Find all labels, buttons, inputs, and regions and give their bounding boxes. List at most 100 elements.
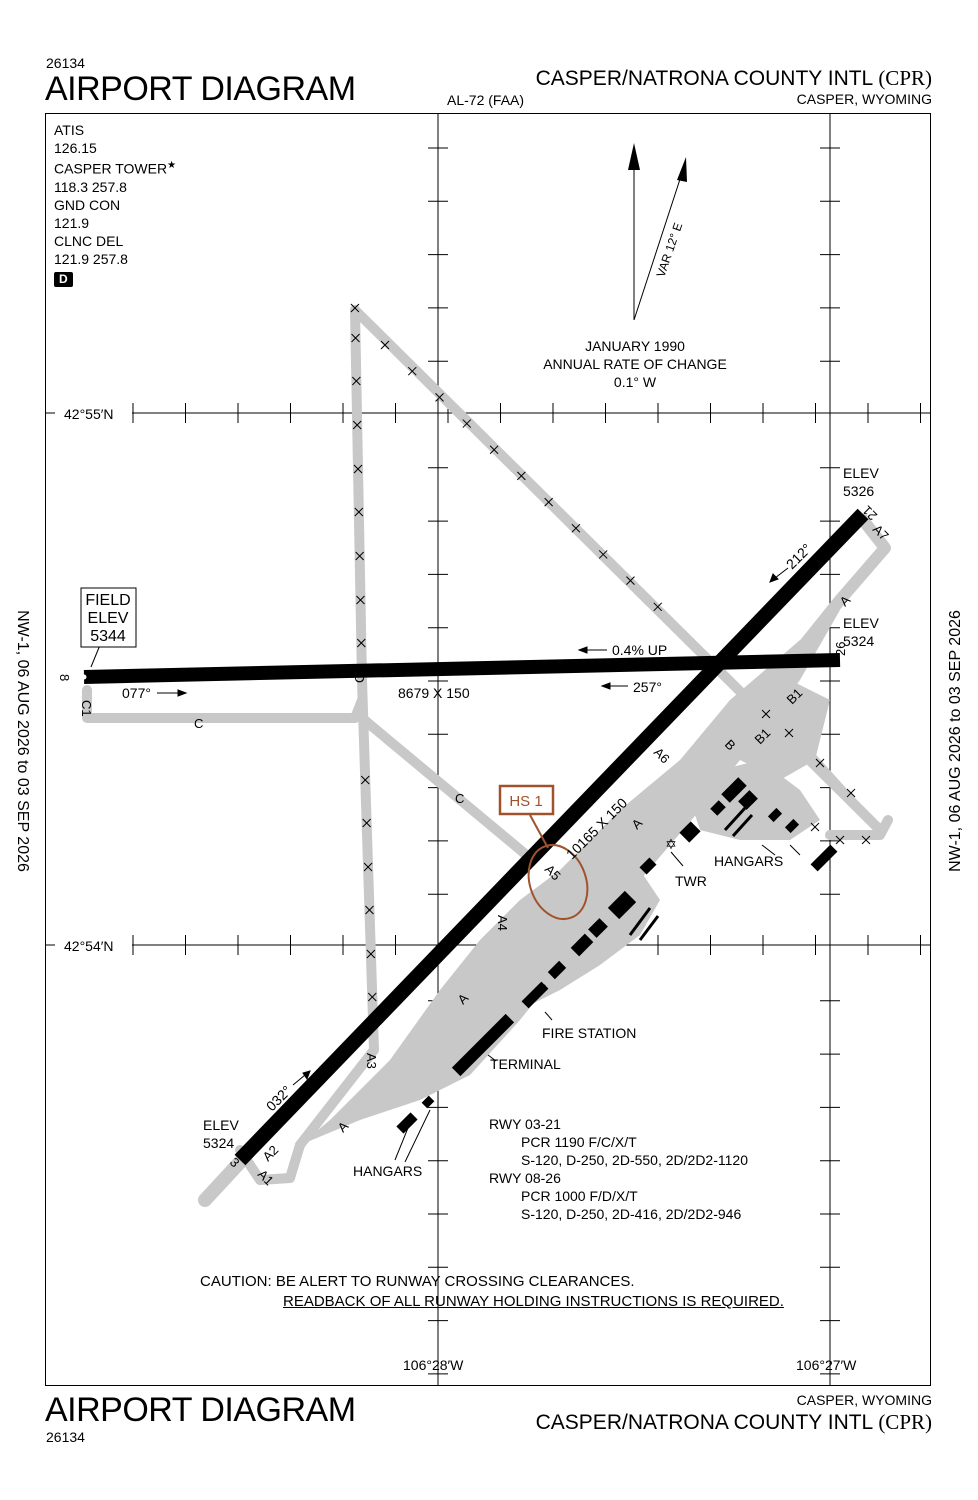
airport-name-header: CASPER/NATRONA COUNTY INTL (CPR): [536, 66, 932, 91]
freq-clearance-value: 121.9 257.8: [54, 250, 128, 267]
taxiway-b1-east: [825, 815, 893, 840]
freq-ground-value: 121.9: [54, 214, 90, 231]
rwy-08-end: 8: [57, 674, 72, 681]
rwy-03-blast-pad: [198, 1153, 249, 1207]
terminal-building: [451, 1013, 515, 1077]
building: [547, 960, 567, 980]
magnetic-north-arrowhead: [677, 157, 687, 182]
rwy-08-26-slope: 0.4% UP: [612, 642, 667, 658]
rwy-08-26-dimensions: 8679 X 150: [398, 685, 470, 701]
taxiway-c-diag-label: C: [455, 791, 464, 806]
left-margin-effective-dates: NW-1, 06 AUG 2026 to 03 SEP 2026: [14, 610, 31, 872]
airport-code: (CPR): [878, 66, 932, 90]
taxiway-c2-a3: [295, 305, 379, 1150]
pav-rwy-03-21-title: RWY 03-21: [489, 1116, 561, 1132]
magnetic-north-arrow: [633, 169, 684, 321]
freq-tower-value: 118.3 257.8: [54, 178, 127, 195]
closed-marker: [366, 949, 376, 959]
building: [588, 918, 608, 938]
south-hangar: [396, 1112, 418, 1134]
mag-rate: 0.1° W: [613, 374, 657, 390]
taxiway-a4-label: A4: [495, 915, 510, 931]
heading-arrows: [157, 567, 789, 1086]
field-elevation-box: [80, 587, 137, 648]
east-hangar: [810, 844, 838, 872]
airport-city: CASPER, WYOMING: [796, 91, 932, 107]
building: [767, 807, 783, 823]
hot-spot-leader: [529, 814, 549, 849]
pav-rwy-08-26-strength: S-120, D-250, 2D-416, 2D/2D2-946: [521, 1206, 742, 1222]
closed-marker: [653, 602, 663, 612]
right-margin-effective-dates: NW-1, 06 AUG 2026 to 03 SEP 2026: [947, 610, 964, 872]
hot-spot-label: HS 1: [509, 793, 542, 810]
closed-marker: [362, 818, 371, 828]
closed-marker: [598, 550, 608, 559]
freq-ground-label: GND CON: [54, 196, 121, 213]
taxiway-c2-label: C2: [352, 666, 367, 683]
rwy-21-elev-value: 5326: [843, 483, 874, 499]
taxiway-a6-label: A6: [651, 745, 673, 767]
closed-marker: [435, 393, 444, 402]
hangars-south-label: HANGARS: [353, 1163, 422, 1179]
fire-station-label: FIRE STATION: [542, 1025, 636, 1041]
closed-marker: [355, 551, 365, 561]
closed-marker: [846, 788, 856, 798]
caution-line-1: CAUTION: BE ALERT TO RUNWAY CROSSING CLE…: [200, 1273, 635, 1290]
field-elev-label-2: ELEV: [88, 610, 129, 627]
closed-taxiway-markers: [350, 303, 871, 1002]
runway-03-21: [234, 508, 869, 1166]
building: [784, 818, 800, 834]
runway-08-26: [83, 653, 841, 684]
closed-marker: [351, 333, 360, 343]
rwy-26-end: 26: [833, 642, 848, 656]
closed-marker: [356, 638, 366, 648]
taxiway-a1-a2: [235, 1140, 305, 1185]
building: [607, 890, 637, 920]
closed-marker: [462, 419, 472, 428]
frequency-block: ATIS 126.15 CASPER TOWER★ 118.3 257.8 GN…: [54, 121, 176, 287]
closed-marker: [367, 992, 377, 1002]
building: [738, 790, 758, 810]
lon-106-27-label: 106°27′W: [796, 1357, 857, 1373]
pav-rwy-08-26-title: RWY 08-26: [489, 1170, 561, 1186]
caution-line-2: READBACK OF ALL RUNWAY HOLDING INSTRUCTI…: [283, 1293, 784, 1310]
pav-rwy-03-21-strength: S-120, D-250, 2D-550, 2D/2D2-1120: [521, 1152, 748, 1168]
building: [721, 777, 747, 803]
airspace-class-d-icon: D: [54, 271, 73, 287]
variation-label: VAR 12° E: [654, 221, 686, 279]
graticule-ticks: [132, 147, 921, 1375]
hot-spot-ellipse: [527, 844, 589, 920]
closed-marker: [354, 507, 364, 517]
closed-marker: [360, 775, 370, 785]
closed-marker: [352, 420, 362, 430]
pav-rwy-03-21-pcr: PCR 1190 F/C/X/T: [521, 1134, 637, 1150]
building: [639, 857, 657, 875]
diagram-frame: ✡ HS 1 FIELD ELEV 5344 VAR 12° E 077° 25…: [45, 113, 931, 1386]
closed-marker: [489, 445, 499, 455]
tower-leader: [670, 851, 684, 867]
field-elevation-point: [81, 674, 87, 680]
true-north-arrowhead: [628, 143, 640, 170]
closed-marker: [626, 576, 635, 585]
airport-name: CASPER/NATRONA COUNTY INTL: [535, 67, 873, 90]
footer-airport-code: (CPR): [878, 1410, 932, 1434]
tower-star-icon: ✡: [665, 836, 677, 852]
lat-42-55-label: 42°55′N: [64, 406, 113, 422]
part-time-star-icon: ★: [167, 160, 177, 171]
building: [710, 800, 726, 816]
leader-lines: [394, 844, 801, 1163]
footer-chart-title: AIRPORT DIAGRAM: [45, 1391, 356, 1429]
closed-marker: [380, 340, 390, 350]
rwy-03-elev-label: ELEV: [203, 1117, 239, 1133]
field-elev-label-1: FIELD: [85, 592, 130, 609]
pav-rwy-08-26-pcr: PCR 1000 F/D/X/T: [521, 1188, 638, 1204]
rwy-26-elev-value: 5324: [843, 633, 874, 649]
closed-marker: [351, 376, 361, 386]
taxiway-c1-label: C1: [79, 700, 94, 717]
field-elev-value: 5344: [90, 628, 126, 645]
taxiway-b-area: [740, 680, 830, 780]
south-hangar: [421, 1095, 435, 1109]
rwy-26-elev-label: ELEV: [843, 615, 879, 631]
closed-marker: [544, 497, 553, 507]
closed-marker: [810, 822, 820, 832]
